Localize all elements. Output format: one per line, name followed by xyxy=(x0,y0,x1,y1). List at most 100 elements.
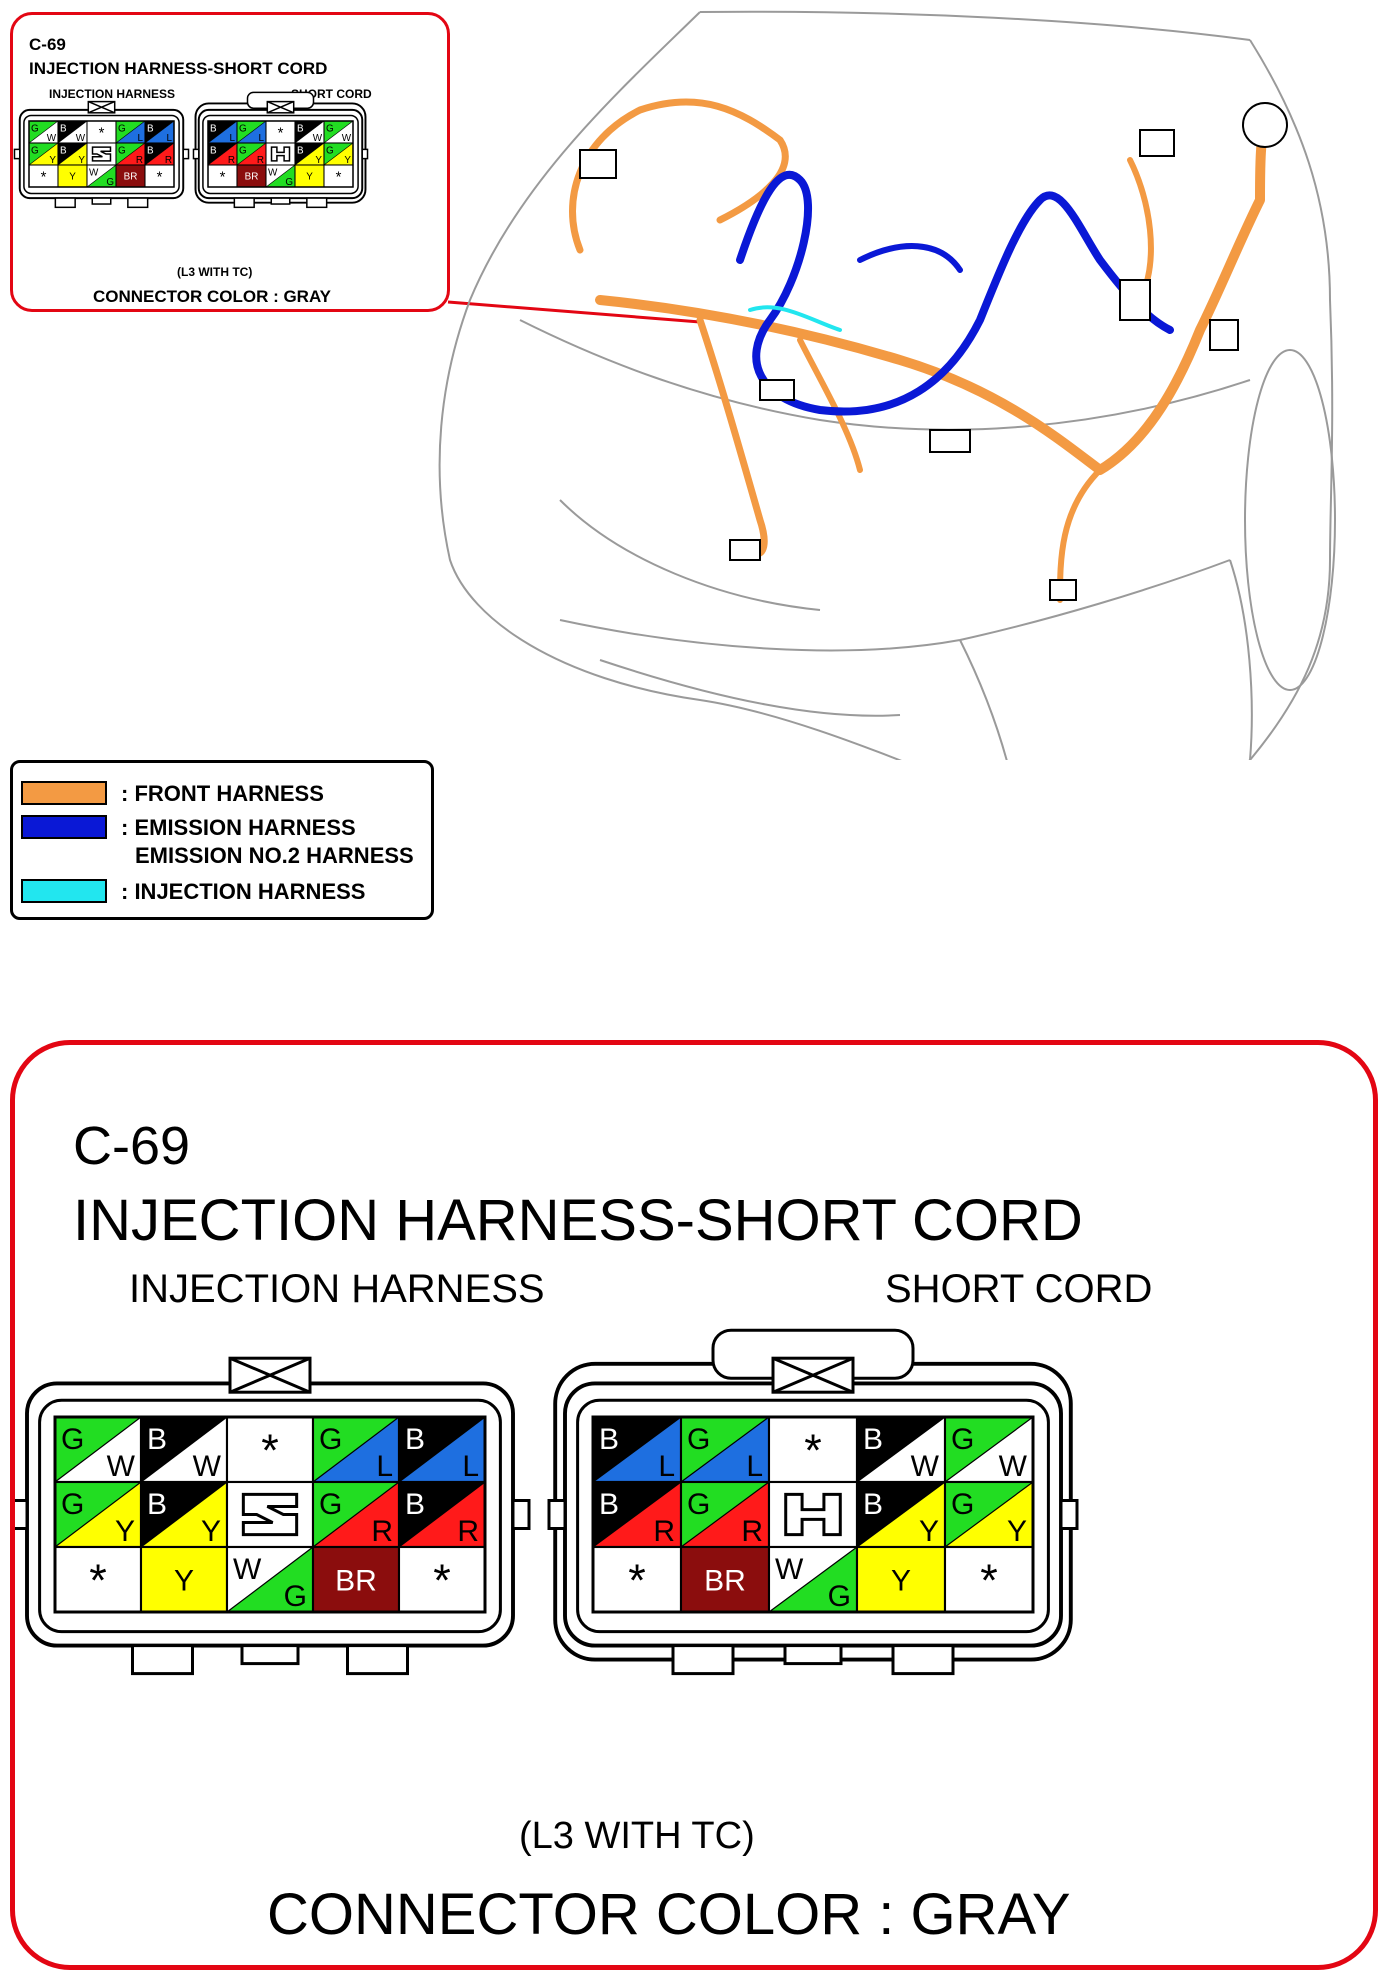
pin-divider xyxy=(265,164,296,188)
pin-label-secondary: G xyxy=(828,1580,851,1613)
pin-divider xyxy=(28,142,59,166)
short-cord-pin-r2c2: GR xyxy=(679,1480,771,1549)
pin-divider xyxy=(680,1416,770,1483)
pin-unused-mark: * xyxy=(980,1555,998,1606)
pin-divider xyxy=(54,1481,142,1548)
pin-color-solid xyxy=(681,1547,769,1612)
short-cord-pin-r3c1: * xyxy=(591,1545,683,1614)
pin-divider xyxy=(144,142,175,166)
front-harness-branch-3 xyxy=(797,337,863,473)
pin-divider xyxy=(944,1481,1034,1548)
pin-divider xyxy=(207,120,238,144)
pin-unused-mark: * xyxy=(220,169,226,185)
pin-unused-mark: * xyxy=(336,169,342,185)
legend-label-emission-no2: EMISSION NO.2 HARNESS xyxy=(135,843,414,868)
pin-label-secondary: Y xyxy=(78,155,85,166)
pin-label-primary: G xyxy=(31,124,39,135)
pin-divider xyxy=(944,1416,1034,1483)
pin-label-secondary: R xyxy=(653,1515,675,1548)
pin-divider xyxy=(768,1546,858,1613)
lock-key-icon xyxy=(270,146,291,162)
pin-label-primary: W xyxy=(775,1553,804,1586)
pin-empty xyxy=(208,165,237,187)
short-cord-grid-border xyxy=(591,1415,1035,1614)
pin-label-primary: G xyxy=(687,1488,710,1521)
pin-label-primary: W xyxy=(268,168,278,179)
short-cord-pin-r3c3: WG xyxy=(767,1545,859,1614)
pin-label-secondary: L xyxy=(746,1450,763,1483)
pin-label-primary: B xyxy=(60,146,67,157)
inset-inj-foot-1 xyxy=(54,197,76,209)
lock-key-icon xyxy=(241,1492,299,1537)
pin-color-solid xyxy=(58,165,87,187)
pin-label-secondary: R xyxy=(457,1515,479,1548)
legend-swatch-emission xyxy=(21,815,107,839)
pin-label-secondary: R xyxy=(371,1515,393,1548)
pin-divider xyxy=(294,120,325,144)
pin-divider xyxy=(323,120,354,144)
detail-right-label: SHORT CORD xyxy=(885,1267,1153,1311)
pin-label-secondary: L xyxy=(376,1450,393,1483)
pin-empty xyxy=(266,121,295,143)
inj-harness-pin-r3c5: * xyxy=(397,1545,487,1614)
detail-connector-color: CONNECTOR COLOR : GRAY xyxy=(267,1882,1071,1947)
harness-legend: : FRONT HARNESS : EMISSION HARNESS EMISS… xyxy=(10,760,434,920)
pin-label-solid: Y xyxy=(891,1564,911,1597)
inset-short-pin-r3c3: WG xyxy=(265,164,296,188)
pin-empty xyxy=(324,165,353,187)
pin-label-primary: B xyxy=(405,1488,425,1521)
inset-short-grid-border xyxy=(207,120,354,188)
inset-inj-foot-2 xyxy=(91,197,112,205)
inj-harness-pin-r2c4: GR xyxy=(311,1480,401,1549)
pin-label-solid: BR xyxy=(704,1564,746,1597)
detail-left-label: INJECTION HARNESS xyxy=(129,1267,545,1311)
pin-label-primary: G xyxy=(326,146,334,157)
inj-harness-pin-r2c3 xyxy=(225,1480,315,1549)
pin-label-primary: B xyxy=(863,1488,883,1521)
pin-divider xyxy=(86,164,117,188)
pin-label-primary: B xyxy=(297,124,304,135)
pin-label-secondary: W xyxy=(47,133,57,144)
pin-label-solid: BR xyxy=(245,172,259,183)
pin-divider xyxy=(115,142,146,166)
pin-label-secondary: G xyxy=(106,177,114,188)
pin-divider xyxy=(312,1416,400,1483)
pin-divider xyxy=(140,1481,228,1548)
inset-short-pin-r2c5: GY xyxy=(323,142,354,166)
pin-label-primary: G xyxy=(118,124,126,135)
pin-divider xyxy=(57,142,88,166)
pin-divider xyxy=(115,120,146,144)
detail-connector-panel: C-69 INJECTION HARNESS-SHORT CORD INJECT… xyxy=(10,1040,1378,1970)
pin-label-primary: G xyxy=(687,1423,710,1456)
pin-label-solid: BR xyxy=(124,172,138,183)
front-harness-branch-2 xyxy=(696,316,768,558)
legend-label-emission: : EMISSION HARNESS xyxy=(121,815,356,840)
inset-inj-grid-border xyxy=(28,120,175,188)
pin-label-secondary: R xyxy=(165,155,172,166)
inj-harness-pin-r1c1: GW xyxy=(53,1415,143,1484)
legend-swatch-injection xyxy=(21,879,107,903)
harness-routing xyxy=(569,98,1275,603)
inj-harness-pin-r3c1: * xyxy=(53,1545,143,1614)
pin-label-secondary: R xyxy=(136,155,143,166)
pin-label-solid: Y xyxy=(69,172,76,183)
inj-harness-latch-x-stroke-2 xyxy=(229,1356,311,1394)
inset-inj-foot-3 xyxy=(127,197,149,209)
pin-divider xyxy=(398,1416,486,1483)
pin-label-secondary: L xyxy=(230,133,236,144)
pin-label-primary: G xyxy=(319,1488,342,1521)
short-cord-pin-r3c5: * xyxy=(943,1545,1035,1614)
inj-harness-pin-r3c2: Y xyxy=(139,1545,229,1614)
pin-label-primary: G xyxy=(326,124,334,135)
pin-label-secondary: R xyxy=(228,155,235,166)
pin-unused-mark: * xyxy=(157,169,163,185)
pin-color-solid xyxy=(141,1547,227,1612)
inset-short-side-tab-left xyxy=(192,148,200,160)
pin-empty xyxy=(87,121,116,143)
short-cord-pin-r1c5: GW xyxy=(943,1415,1035,1484)
pin-label-secondary: W xyxy=(342,133,352,144)
pin-label-secondary: Y xyxy=(1007,1515,1027,1548)
inset-title: INJECTION HARNESS-SHORT CORD xyxy=(29,59,328,78)
pin-unused-mark: * xyxy=(628,1555,646,1606)
